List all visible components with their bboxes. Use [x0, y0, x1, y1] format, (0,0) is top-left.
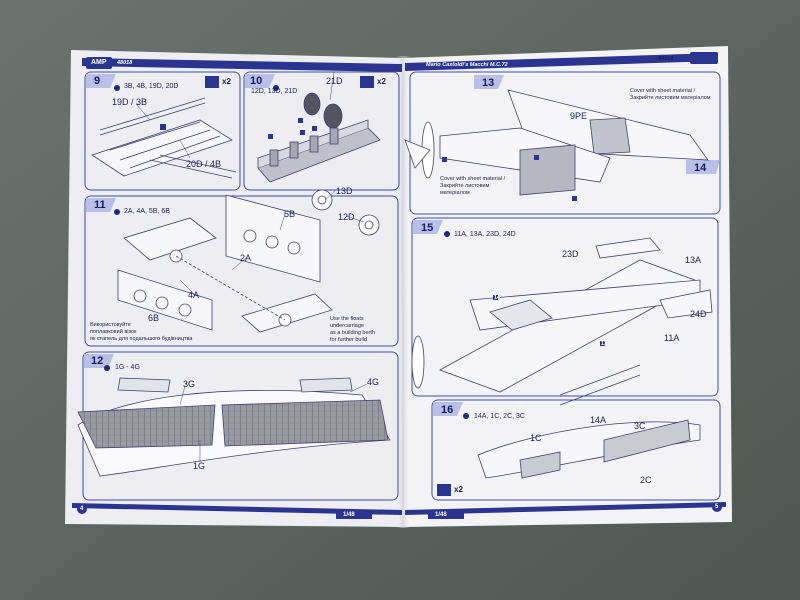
- step-15-callout-4: 11A: [664, 333, 680, 343]
- step-15-callout-2: 13A: [685, 255, 702, 265]
- step-9-multiplier: x2: [222, 77, 231, 86]
- right-header-band: [405, 52, 718, 71]
- step-10-multiplier: x2: [377, 77, 386, 86]
- step-9-panel: [84, 71, 241, 191]
- step-11-callout-3: 4A: [188, 290, 200, 300]
- step-16-callout-1: 14A: [590, 415, 607, 425]
- right-scale: 1/48: [435, 512, 447, 518]
- step-10-callout-1: 21D: [326, 76, 343, 86]
- step-13-note-a: Cover with sheet material / Закрийте лис…: [630, 88, 711, 101]
- step-16-drawing: [477, 364, 701, 479]
- step-9-parts: 3B, 4B, 19D, 20D: [124, 83, 179, 90]
- step-15-drawing: [411, 237, 713, 393]
- step-13-number: 13: [482, 77, 495, 89]
- step-11-number: 11: [94, 199, 106, 211]
- right-kit-number: 48018: [658, 56, 674, 62]
- step-10-number: 10: [250, 75, 263, 87]
- step-9-callout-2: 20D / 4B: [186, 159, 222, 169]
- step-15-callout-1: 23D: [562, 249, 579, 259]
- step-11-panel: [84, 195, 399, 347]
- step-11-drawing: [117, 194, 333, 333]
- double-aa-icon: [205, 76, 451, 496]
- step-12-parts: 1G - 4G: [115, 364, 140, 371]
- step-15-callout-3: 24D: [690, 309, 707, 319]
- step-13-callout-1: 9PE: [570, 111, 588, 121]
- step-10-callout-2: 13D: [336, 186, 353, 196]
- step-11-parts: 2A, 4A, 5B, 6B: [124, 208, 170, 215]
- step-12-callout-2: 4G: [367, 377, 380, 387]
- left-page-number: 4: [80, 506, 84, 512]
- step-10-callout-3: 12D: [338, 212, 355, 222]
- step-12-number: 12: [91, 355, 104, 367]
- step-13-note-b: Cover with sheet material / Закрийте лис…: [440, 176, 506, 196]
- step-12-callout-1: 3G: [183, 379, 196, 389]
- left-scale: 1/48: [343, 512, 355, 518]
- right-page-number: 5: [715, 504, 719, 510]
- step-11-callout-1: 5B: [284, 209, 296, 219]
- step-11-callout-4: 6B: [148, 313, 160, 323]
- step-11-note-en: Use the floats undercarriage as a buildi…: [330, 316, 375, 343]
- right-page: [402, 46, 732, 527]
- left-header-band: [82, 57, 402, 72]
- kit-title: Mario Castoldi's Macchi M.C.72: [426, 62, 508, 68]
- step-16-panel: [431, 399, 721, 501]
- step-9-number: 9: [94, 75, 101, 87]
- step-16-callout-2: 1C: [530, 433, 542, 443]
- step-9-callout-1: 19D / 3B: [112, 97, 148, 107]
- step-15-parts: 11A, 13A, 23D, 24D: [454, 231, 516, 238]
- step-9-drawing: [91, 97, 237, 179]
- step-16-callout-3: 3C: [634, 421, 646, 431]
- step-11-note-ua: Використовуйте поплавковий візок як стап…: [90, 322, 193, 342]
- step-15-substep-1: 14: [494, 295, 501, 301]
- step-16-callout-4: 2C: [640, 475, 652, 485]
- step-15-panel: [411, 217, 719, 397]
- step-14-number: 14: [694, 162, 707, 174]
- step-12-drawing: [77, 377, 391, 477]
- brand-logo: AMP: [91, 59, 107, 66]
- step-13-drawing: [404, 89, 709, 201]
- step-15-number: 15: [421, 222, 434, 234]
- step-16-number: 16: [441, 404, 454, 416]
- step-16-multiplier: x2: [454, 485, 463, 494]
- step-10-parts: 12D, 13D, 21D: [251, 88, 298, 95]
- left-footer: [72, 503, 402, 519]
- step-16-parts: 14A, 1C, 2C, 3C: [474, 413, 525, 420]
- step-15-substep-2: 13: [601, 341, 608, 347]
- right-footer: [405, 502, 726, 519]
- left-kit-number: 48018: [117, 60, 133, 66]
- step-11-callout-2: 2A: [240, 253, 252, 263]
- step-10-drawing: [257, 92, 381, 236]
- step-12-callout-3: 1G: [193, 461, 206, 471]
